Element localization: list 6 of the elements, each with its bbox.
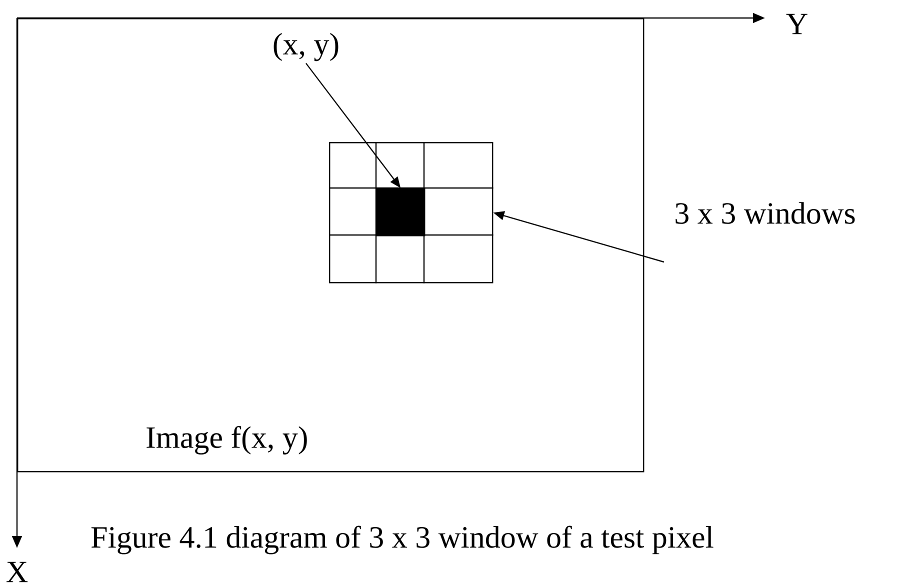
axis-label: X	[6, 562, 28, 582]
test-pixel	[376, 188, 426, 236]
coordinate-label: (x, y)	[274, 32, 338, 62]
caption: Figure 4.1 diagram of 3 x 3 window of a test pixel	[91, 526, 714, 554]
axis-label: Y	[786, 14, 808, 34]
window-label: 3 x 3 windows	[676, 202, 855, 224]
